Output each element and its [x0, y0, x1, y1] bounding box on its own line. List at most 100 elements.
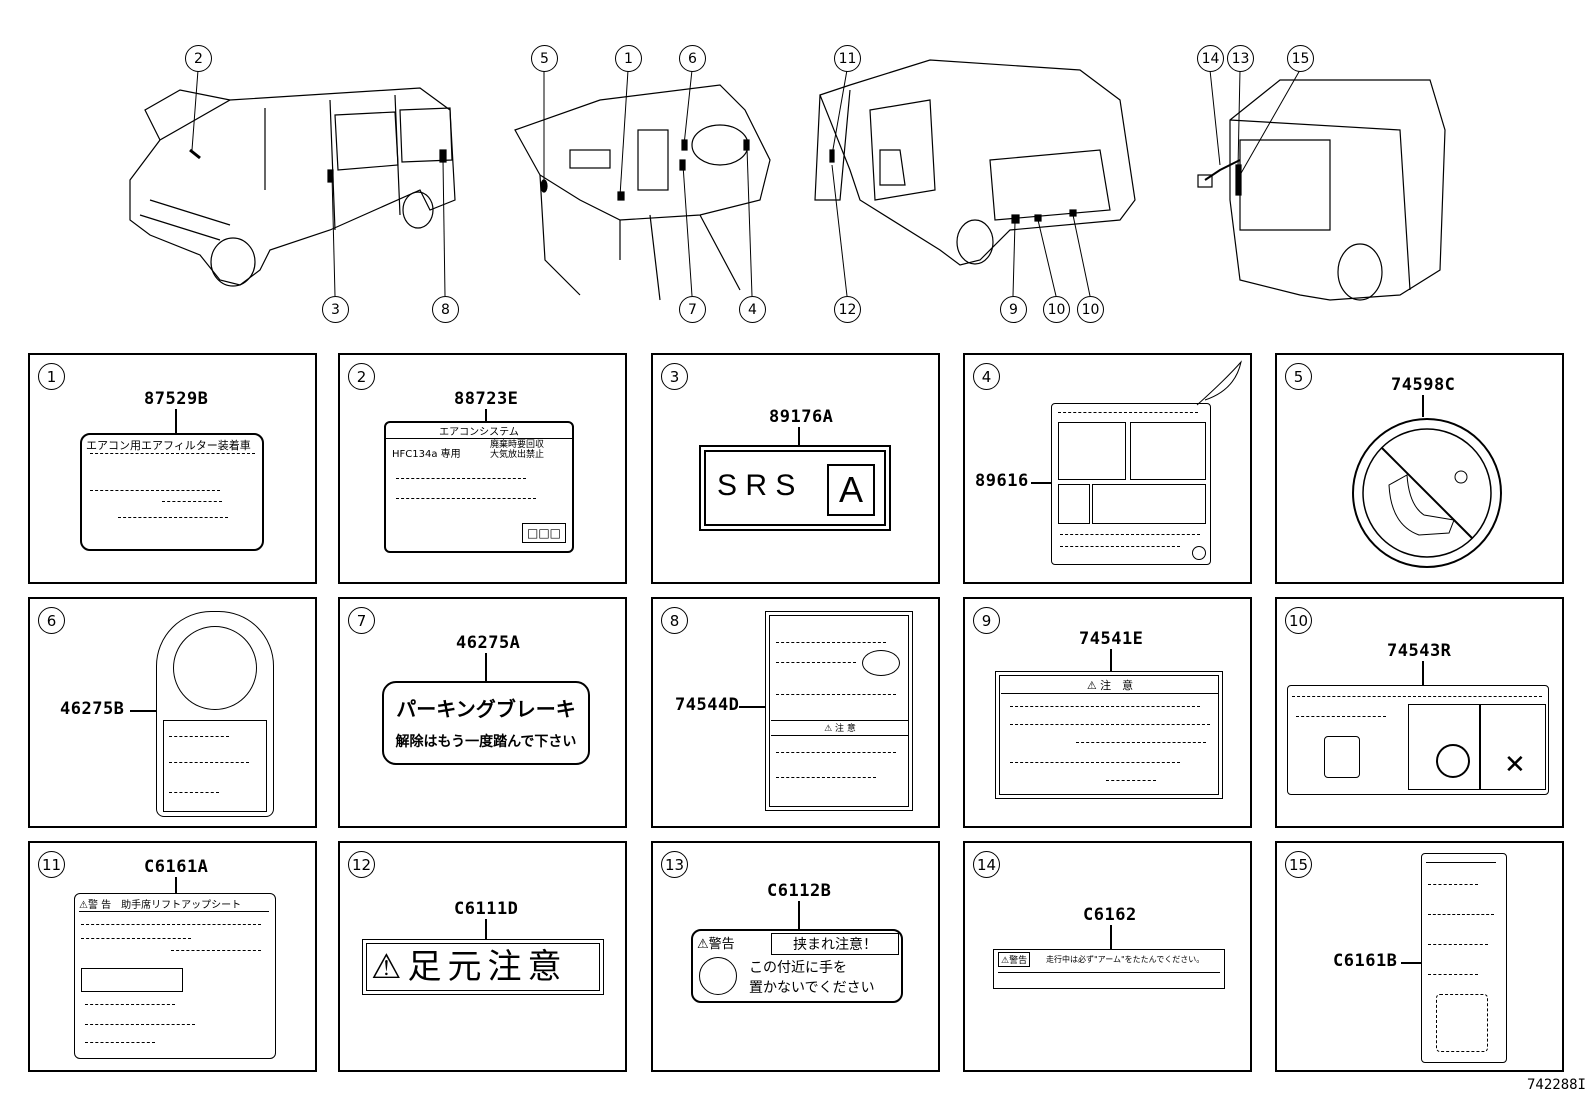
callout-5: 5	[531, 45, 558, 72]
label-74541E: ⚠ 注 意	[995, 671, 1223, 799]
no-child-seat-icon	[1352, 418, 1502, 568]
label-title: ⚠警 告 助手席リフトアップシート	[79, 896, 269, 912]
label-cell-13: 13 C6112B ⚠警告 挟まれ注意！ この付近に手を 置かないでください	[651, 841, 940, 1072]
label-text: エアコン用エアフィルター装着車	[86, 439, 251, 452]
callout-6: 6	[679, 45, 706, 72]
callout-10a: 10	[1043, 296, 1070, 323]
label-line2: 置かないでください	[749, 980, 875, 996]
cell-number: 5	[1285, 363, 1312, 390]
callout-13: 13	[1227, 45, 1254, 72]
srs-text: S R S	[717, 469, 796, 502]
tag-string	[1196, 360, 1242, 406]
part-code: 74544D	[675, 695, 740, 715]
cell-number: 2	[348, 363, 375, 390]
warn-text: ⚠警告	[697, 937, 735, 952]
callout-12: 12	[834, 296, 861, 323]
cell-number: 13	[661, 851, 688, 878]
label-cell-7: 7 46275A パーキングブレーキ 解除はもう一度踏んで下さい	[338, 597, 627, 828]
label-89176A: S R S A	[699, 445, 891, 531]
label-74543R: ✕	[1287, 685, 1549, 795]
leader-lines	[191, 69, 1301, 297]
label-cell-15: 15 C6161B	[1275, 841, 1564, 1072]
cell-number: 3	[661, 363, 688, 390]
cell-number: 15	[1285, 851, 1312, 878]
label-cell-9: 9 74541E ⚠ 注 意	[963, 597, 1252, 828]
label-text: 走行中は必ず"アーム"をたたんでください。	[1046, 955, 1205, 964]
label-87529B: エアコン用エアフィルター装着車	[80, 433, 264, 551]
part-code: 74543R	[1387, 641, 1452, 661]
vehicle-overview	[129, 59, 1446, 301]
label-title: エアコンシステム	[386, 423, 572, 439]
callout-11: 11	[834, 45, 861, 72]
figure-id: 742288I	[1526, 1077, 1586, 1093]
cell-number: 6	[38, 607, 65, 634]
part-code: 87529B	[144, 389, 209, 409]
label-cell-3: 3 89176A S R S A	[651, 353, 940, 584]
label-text-right2: 大気放出禁止	[490, 450, 545, 460]
vehicle-front-view	[129, 87, 456, 287]
part-code: 88723E	[454, 389, 519, 409]
part-code: 74598C	[1391, 375, 1456, 395]
label-text-left: HFC134a 専用	[392, 449, 461, 460]
part-code: 46275A	[456, 633, 521, 653]
label-88723E: エアコンシステム HFC134a 専用 廃棄時要回収 大気放出禁止 □□□	[384, 421, 574, 553]
cell-number: 9	[973, 607, 1000, 634]
callout-1: 1	[615, 45, 642, 72]
label-cell-2: 2 88723E エアコンシステム HFC134a 専用 廃棄時要回収 大気放出…	[338, 353, 627, 584]
label-46275B	[156, 611, 274, 817]
callout-14: 14	[1197, 45, 1224, 72]
part-code: 74541E	[1079, 629, 1144, 649]
dashboard-view	[514, 84, 771, 301]
part-code: 89176A	[769, 407, 834, 427]
callout-2: 2	[185, 45, 212, 72]
label-text-right1: 廃棄時要回収	[490, 440, 545, 450]
label-cell-8: 8 74544D ⚠ 注 意	[651, 597, 940, 828]
callout-15: 15	[1287, 45, 1314, 72]
label-46275A: パーキングブレーキ 解除はもう一度踏んで下さい	[382, 681, 590, 765]
label-text: ⚠足元注意	[371, 947, 568, 987]
callout-8: 8	[432, 296, 459, 323]
label-cell-14: 14 C6162 ⚠警告 走行中は必ず"アーム"をたたんでください。	[963, 841, 1252, 1072]
label-line2: 解除はもう一度踏んで下さい	[395, 734, 577, 750]
label-cell-10: 10 74543R ✕	[1275, 597, 1564, 828]
cell-number: 14	[973, 851, 1000, 878]
label-C6161B	[1421, 853, 1507, 1063]
label-C6111D: ⚠足元注意	[362, 939, 604, 995]
label-C6162: ⚠警告 走行中は必ず"アーム"をたたんでください。	[993, 949, 1225, 989]
callout-4: 4	[739, 296, 766, 323]
part-code: C6111D	[454, 899, 519, 919]
pinch-text: 挟まれ注意！	[771, 933, 899, 955]
part-code: C6161A	[144, 857, 209, 877]
callout-10b: 10	[1077, 296, 1104, 323]
cell-number: 4	[973, 363, 1000, 390]
cell-number: 7	[348, 607, 375, 634]
cell-number: 1	[38, 363, 65, 390]
label-title: ⚠ 注 意	[1001, 677, 1219, 694]
part-code: 46275B	[60, 699, 125, 719]
cell-number: 8	[661, 607, 688, 634]
label-C6112B: ⚠警告 挟まれ注意！ この付近に手を 置かないでください	[691, 929, 903, 1003]
callout-9: 9	[1000, 296, 1027, 323]
label-boxes: □□□	[521, 523, 566, 543]
label-cell-1: 1 87529B エアコン用エアフィルター装着車	[28, 353, 317, 584]
callout-3: 3	[322, 296, 349, 323]
label-cell-4: 4 89616	[963, 353, 1252, 584]
cell-number: 11	[38, 851, 65, 878]
label-89616	[1051, 403, 1211, 565]
side-seat-view	[814, 59, 1136, 266]
rear-view	[1197, 79, 1446, 301]
label-line1: パーキングブレーキ	[396, 697, 576, 721]
label-cell-6: 6 46275B	[28, 597, 317, 828]
callout-7: 7	[679, 296, 706, 323]
cell-number: 12	[348, 851, 375, 878]
cell-number: 10	[1285, 607, 1312, 634]
label-74544D: ⚠ 注 意	[765, 611, 913, 811]
label-cell-12: 12 C6111D ⚠足元注意	[338, 841, 627, 1072]
part-code: C6112B	[767, 881, 832, 901]
warn-text: ⚠警告	[998, 952, 1031, 967]
part-code: 89616	[975, 471, 1029, 491]
part-code: C6161B	[1333, 951, 1398, 971]
label-C6161A: ⚠警 告 助手席リフトアップシート	[74, 893, 276, 1059]
label-cell-11: 11 C6161A ⚠警 告 助手席リフトアップシート	[28, 841, 317, 1072]
label-line1: この付近に手を	[749, 960, 847, 976]
